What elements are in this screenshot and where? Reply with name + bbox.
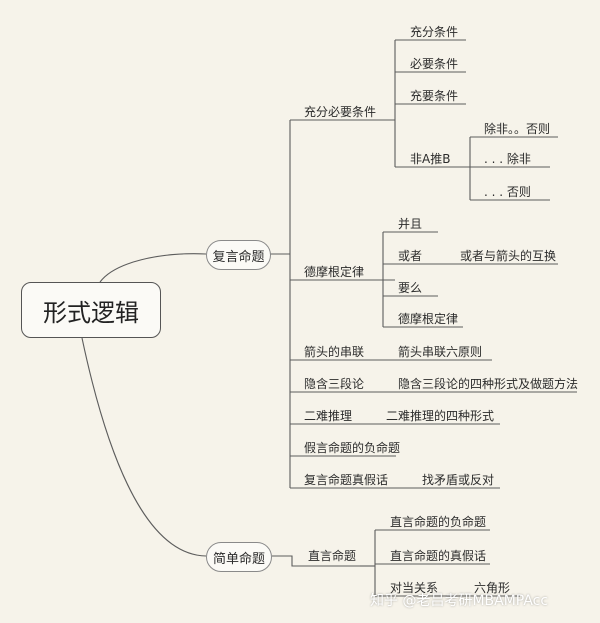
leaf-syllogism: 隐含三段论的四种形式及做题方法: [398, 377, 579, 391]
leaf-arrow-chain: 箭头串联六原则: [398, 345, 483, 359]
node-dilemma: 二难推理: [304, 409, 353, 423]
node-simple: 简单命题: [206, 542, 272, 572]
leaf-nec: 必要条件: [410, 57, 459, 71]
node-suff-nec: 充分必要条件: [304, 105, 377, 119]
leaf-hexagon: 六角形: [474, 581, 511, 595]
leaf-truth: 找矛盾或反对: [422, 473, 495, 487]
leaf-demorgan: 德摩根定律: [398, 312, 459, 326]
root-label: 形式逻辑: [43, 298, 139, 327]
node-simple-label: 简单命题: [212, 551, 265, 567]
leaf-or: 或者: [398, 249, 423, 263]
node-hypo-neg: 假言命题的负命题: [304, 441, 401, 455]
leaf-unless: . . . 除非: [484, 152, 531, 166]
leaf-dilemma: 二难推理的四种形式: [386, 409, 495, 423]
node-syllogism: 隐含三段论: [304, 377, 365, 391]
node-compound: 复言命题: [206, 240, 271, 270]
watermark: 知乎 @老吕考研MBAMPAcc: [370, 593, 549, 609]
leaf-direct-neg: 直言命题的负命题: [390, 515, 487, 529]
node-truth: 复言命题真假话: [304, 473, 389, 487]
node-non-a: 非A推B: [410, 152, 451, 166]
node-compound-label: 复言命题: [212, 249, 265, 265]
node-arrow-chain: 箭头的串联: [304, 345, 365, 359]
leaf-else: . . . 否则: [484, 185, 531, 199]
edge-root-simple: [81, 337, 207, 557]
leaf-unless-else: 除非。。否则: [484, 122, 551, 136]
leaf-iff: 充要条件: [410, 89, 459, 103]
leaf-opposition: 对当关系: [390, 581, 439, 595]
node-demorgan: 德摩根定律: [304, 265, 365, 279]
leaf-either: 要么: [398, 281, 423, 295]
leaf-suff: 充分条件: [410, 25, 459, 39]
leaf-direct-truth: 直言命题的真假话: [390, 549, 487, 563]
node-direct: 直言命题: [308, 549, 357, 563]
leaf-and: 并且: [398, 217, 423, 231]
leaf-or-note: 或者与箭头的互换: [460, 249, 557, 263]
root-node: 形式逻辑: [21, 282, 161, 338]
edge-root-compound: [99, 253, 207, 283]
